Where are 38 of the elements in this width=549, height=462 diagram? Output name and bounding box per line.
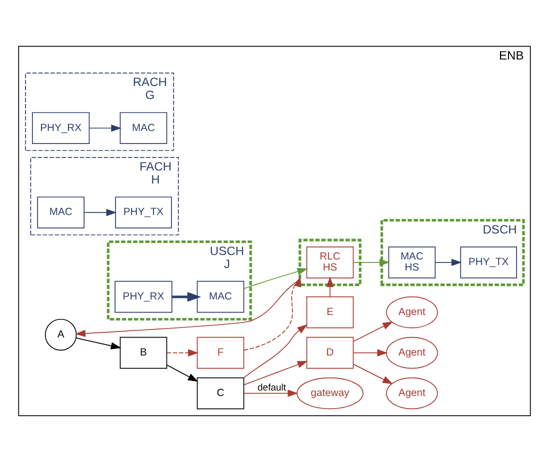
node-circle: A xyxy=(44,318,77,351)
node-ellipse: Agent xyxy=(386,336,438,369)
arrow xyxy=(244,360,308,386)
node-box: B xyxy=(120,336,168,369)
node-box: E xyxy=(306,296,354,328)
arrow xyxy=(353,349,388,356)
arrow xyxy=(243,324,308,378)
arrow xyxy=(434,258,462,266)
arrow xyxy=(326,276,334,298)
edge-label: default xyxy=(258,382,286,394)
arrow xyxy=(353,364,393,384)
arrow xyxy=(243,268,308,290)
node-ellipse: Agent xyxy=(386,296,438,328)
node-box: RLC HS xyxy=(306,246,354,278)
arrow xyxy=(166,364,198,382)
node-box: PHY_TX xyxy=(115,196,172,228)
node-box: MAC HS xyxy=(388,246,436,278)
arrow xyxy=(75,279,300,338)
node-box: MAC xyxy=(196,280,244,313)
arrow xyxy=(243,276,302,351)
arrow xyxy=(353,322,393,342)
arrow xyxy=(353,258,390,266)
arrow xyxy=(166,349,198,356)
node-box: PHY_RX xyxy=(32,112,90,144)
node-box: PHY_RX xyxy=(114,280,172,313)
node-box: PHY_TX xyxy=(460,246,518,278)
arrow xyxy=(172,292,202,302)
node-ellipse: Agent xyxy=(386,377,438,410)
arrow xyxy=(84,208,117,216)
node-box: MAC xyxy=(120,112,168,144)
node-ellipse: gateway xyxy=(296,377,364,410)
node-box: F xyxy=(196,336,244,369)
node-box: MAC xyxy=(37,196,84,228)
arrow xyxy=(88,124,122,132)
node-box: C xyxy=(196,377,244,410)
node-box: D xyxy=(306,336,354,369)
arrow xyxy=(76,338,122,350)
arrow xyxy=(244,390,298,397)
